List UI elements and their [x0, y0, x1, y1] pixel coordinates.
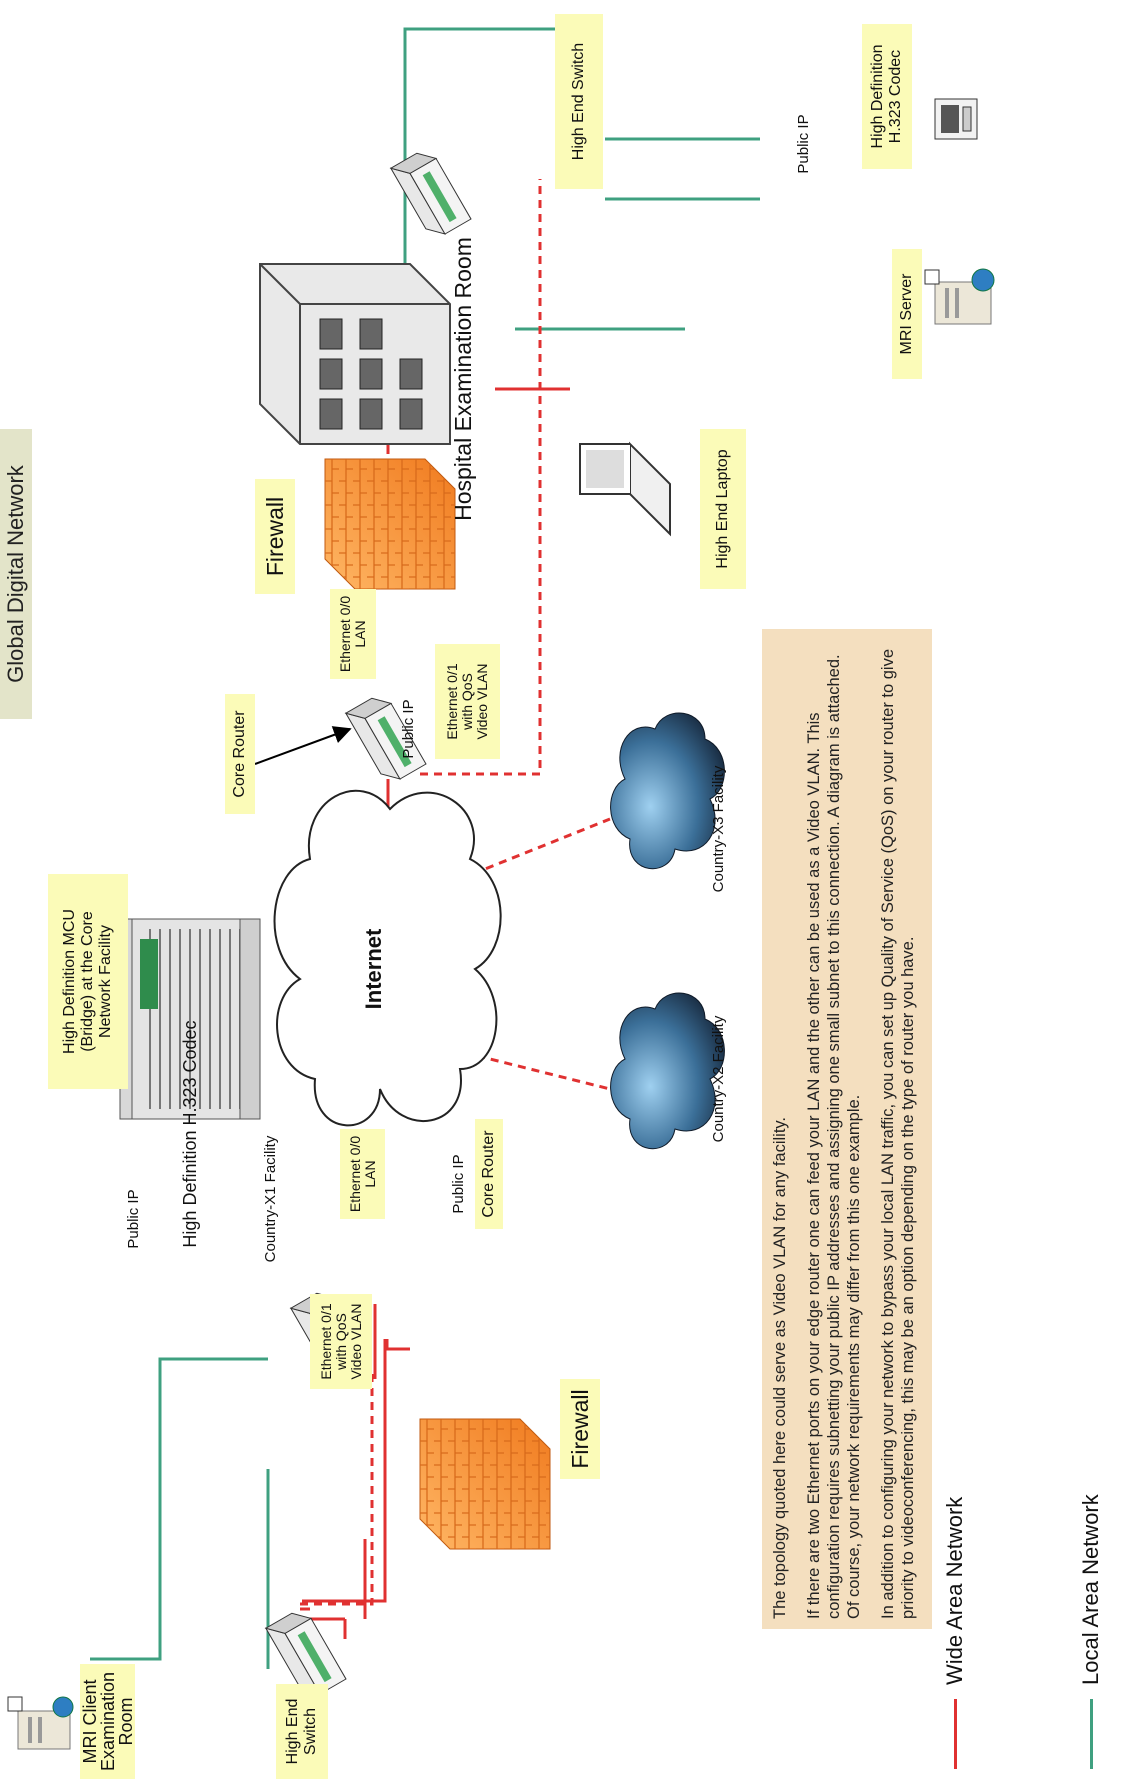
- topology-note: The topology quoted here could serve as …: [762, 629, 932, 1629]
- firewall-icon: [324, 458, 456, 590]
- right-codec-label: High Definition H.323 Codec: [862, 24, 912, 169]
- legend-wan: Wide Area Network: [942, 1497, 968, 1769]
- note-paragraph-1: The topology quoted here could serve as …: [771, 1116, 789, 1619]
- right-public-ip-label: Public IP: [795, 114, 812, 174]
- mcu-label: High Definition MCU (Bridge) at the Core…: [48, 874, 128, 1089]
- left-public-ip-label: Public IP: [125, 1189, 142, 1249]
- right-eth00-label: Ethernet 0/0 LAN: [330, 589, 376, 679]
- right-switch-label: High End Switch: [555, 14, 603, 189]
- left-codec-label: High Definition H.323 Codec: [180, 1020, 200, 1248]
- laptop-label: High End Laptop: [700, 429, 746, 589]
- router-icon: [344, 697, 427, 780]
- cloud-icon: [610, 992, 725, 1150]
- left-switch-label: High End Switch: [276, 1684, 328, 1779]
- left-eth01-label: Ethernet 0/1 with QoS Video VLAN: [310, 1294, 372, 1389]
- switch-icon: [389, 152, 472, 235]
- mri-client-label: MRI Client Examination Room: [80, 1664, 136, 1779]
- note-paragraph-3: In addition to configuring your network …: [879, 648, 917, 1619]
- firewall-icon: [419, 1418, 551, 1550]
- right-eth01-label: Ethernet 0/1 with QoS Video VLAN: [435, 644, 500, 759]
- laptop-icon: [579, 441, 671, 537]
- server-icon: [924, 268, 995, 325]
- server-icon: [7, 1696, 74, 1750]
- cloud-icon: [273, 789, 502, 1127]
- country-x1-label: Country-X1 Facility: [262, 1135, 279, 1263]
- right-firewall-label: Firewall: [255, 479, 295, 594]
- wan-swatch: [953, 1699, 957, 1769]
- left-router-label: Core Router: [475, 1119, 503, 1229]
- legend-wan-label: Wide Area Network: [942, 1496, 967, 1685]
- hospital-label: Hospital Examination Room: [450, 237, 476, 521]
- note-paragraph-2: If there are two Ethernet ports on your …: [805, 654, 863, 1619]
- legend-lan: Local Area Network: [1078, 1494, 1104, 1769]
- country-x3-label: Country-X3 Facility: [710, 765, 727, 893]
- video-codec-icon: [934, 98, 978, 140]
- country-x2-label: Country-X2 Facility: [710, 1015, 727, 1143]
- legend-lan-label: Local Area Network: [1078, 1494, 1103, 1685]
- internet-label: Internet: [361, 928, 386, 1010]
- core-router-label: Core Router: [225, 694, 255, 814]
- mri-server-label: MRI Server: [892, 249, 922, 379]
- core-router-arrow: [254, 726, 352, 765]
- building-icon: [259, 263, 451, 445]
- right-router-ip-label: Public IP: [400, 699, 417, 759]
- left-eth00-label: Ethernet 0/0 LAN: [340, 1129, 385, 1219]
- left-router-ip-label: Public IP: [450, 1154, 467, 1214]
- left-firewall-label: Firewall: [560, 1379, 600, 1479]
- cloud-icon: [610, 712, 725, 870]
- page-title: Global Digital Network: [0, 429, 32, 719]
- switch-icon: [264, 1612, 347, 1695]
- lan-swatch: [1089, 1699, 1093, 1769]
